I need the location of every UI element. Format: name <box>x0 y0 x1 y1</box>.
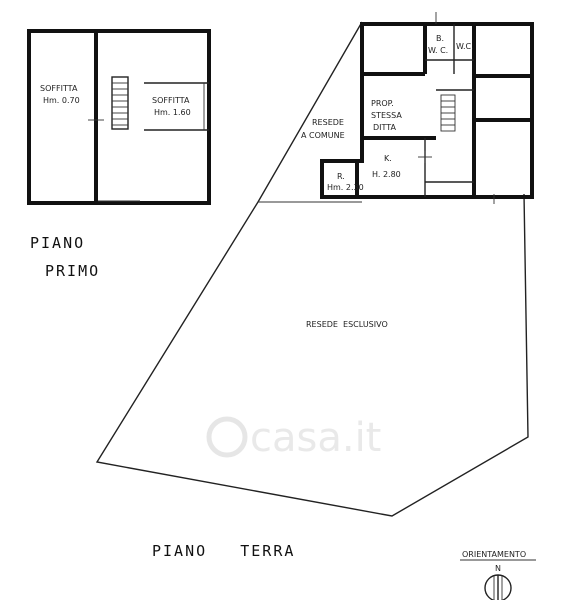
bath-2: W.C. <box>456 42 474 51</box>
first-floor-plan: SOFFITTA Hm. 0.70 SOFFITTA Hm. 1.60 <box>27 29 211 205</box>
closet-height: Hm. 2.30 <box>327 183 364 192</box>
room-left-height: Hm. 0.70 <box>43 96 80 105</box>
watermark-text: casa.it <box>250 415 381 461</box>
closet-name: R. <box>337 172 345 181</box>
first-floor-title-line2: PRIMO <box>45 262 100 280</box>
stair-icon <box>111 76 129 130</box>
same-owner-line1: PROP. <box>371 99 394 108</box>
watermark: casa.it <box>206 415 381 461</box>
orientation: ORIENTAMENTO N <box>460 550 536 600</box>
orientation-label: ORIENTAMENTO <box>462 550 526 559</box>
building-outline <box>320 22 534 199</box>
compass-icon <box>484 574 512 600</box>
room-right-name: SOFFITTA <box>152 96 190 105</box>
first-floor-title-line1: PIANO <box>30 234 85 252</box>
lot-boundary <box>95 21 529 517</box>
exclusive-courtyard: RESEDE ESCLUSIVO <box>306 320 388 329</box>
ground-floor-title: PIANO TERRA <box>152 542 295 560</box>
shared-courtyard-line2: A COMUNE <box>301 131 345 140</box>
orientation-north: N <box>495 564 501 573</box>
first-floor-outline <box>27 29 211 205</box>
room-left-name: SOFFITTA <box>40 84 78 93</box>
watermark-logo-icon <box>206 416 248 458</box>
same-owner-line3: DITTA <box>373 123 397 132</box>
kitchen-height: H. 2.80 <box>372 170 401 179</box>
stair-icon <box>440 94 456 132</box>
bath-1-line1: B. <box>436 34 444 43</box>
kitchen-name: K. <box>384 154 392 163</box>
room-right-height: Hm. 1.60 <box>154 108 191 117</box>
ground-floor-plan: B. W. C. W.C. RESEDE A COMUNE PROP. STES… <box>95 12 534 517</box>
same-owner-line2: STESSA <box>371 111 402 120</box>
bath-1-line2: W. C. <box>428 46 448 55</box>
shared-courtyard-line1: RESEDE <box>312 118 344 127</box>
